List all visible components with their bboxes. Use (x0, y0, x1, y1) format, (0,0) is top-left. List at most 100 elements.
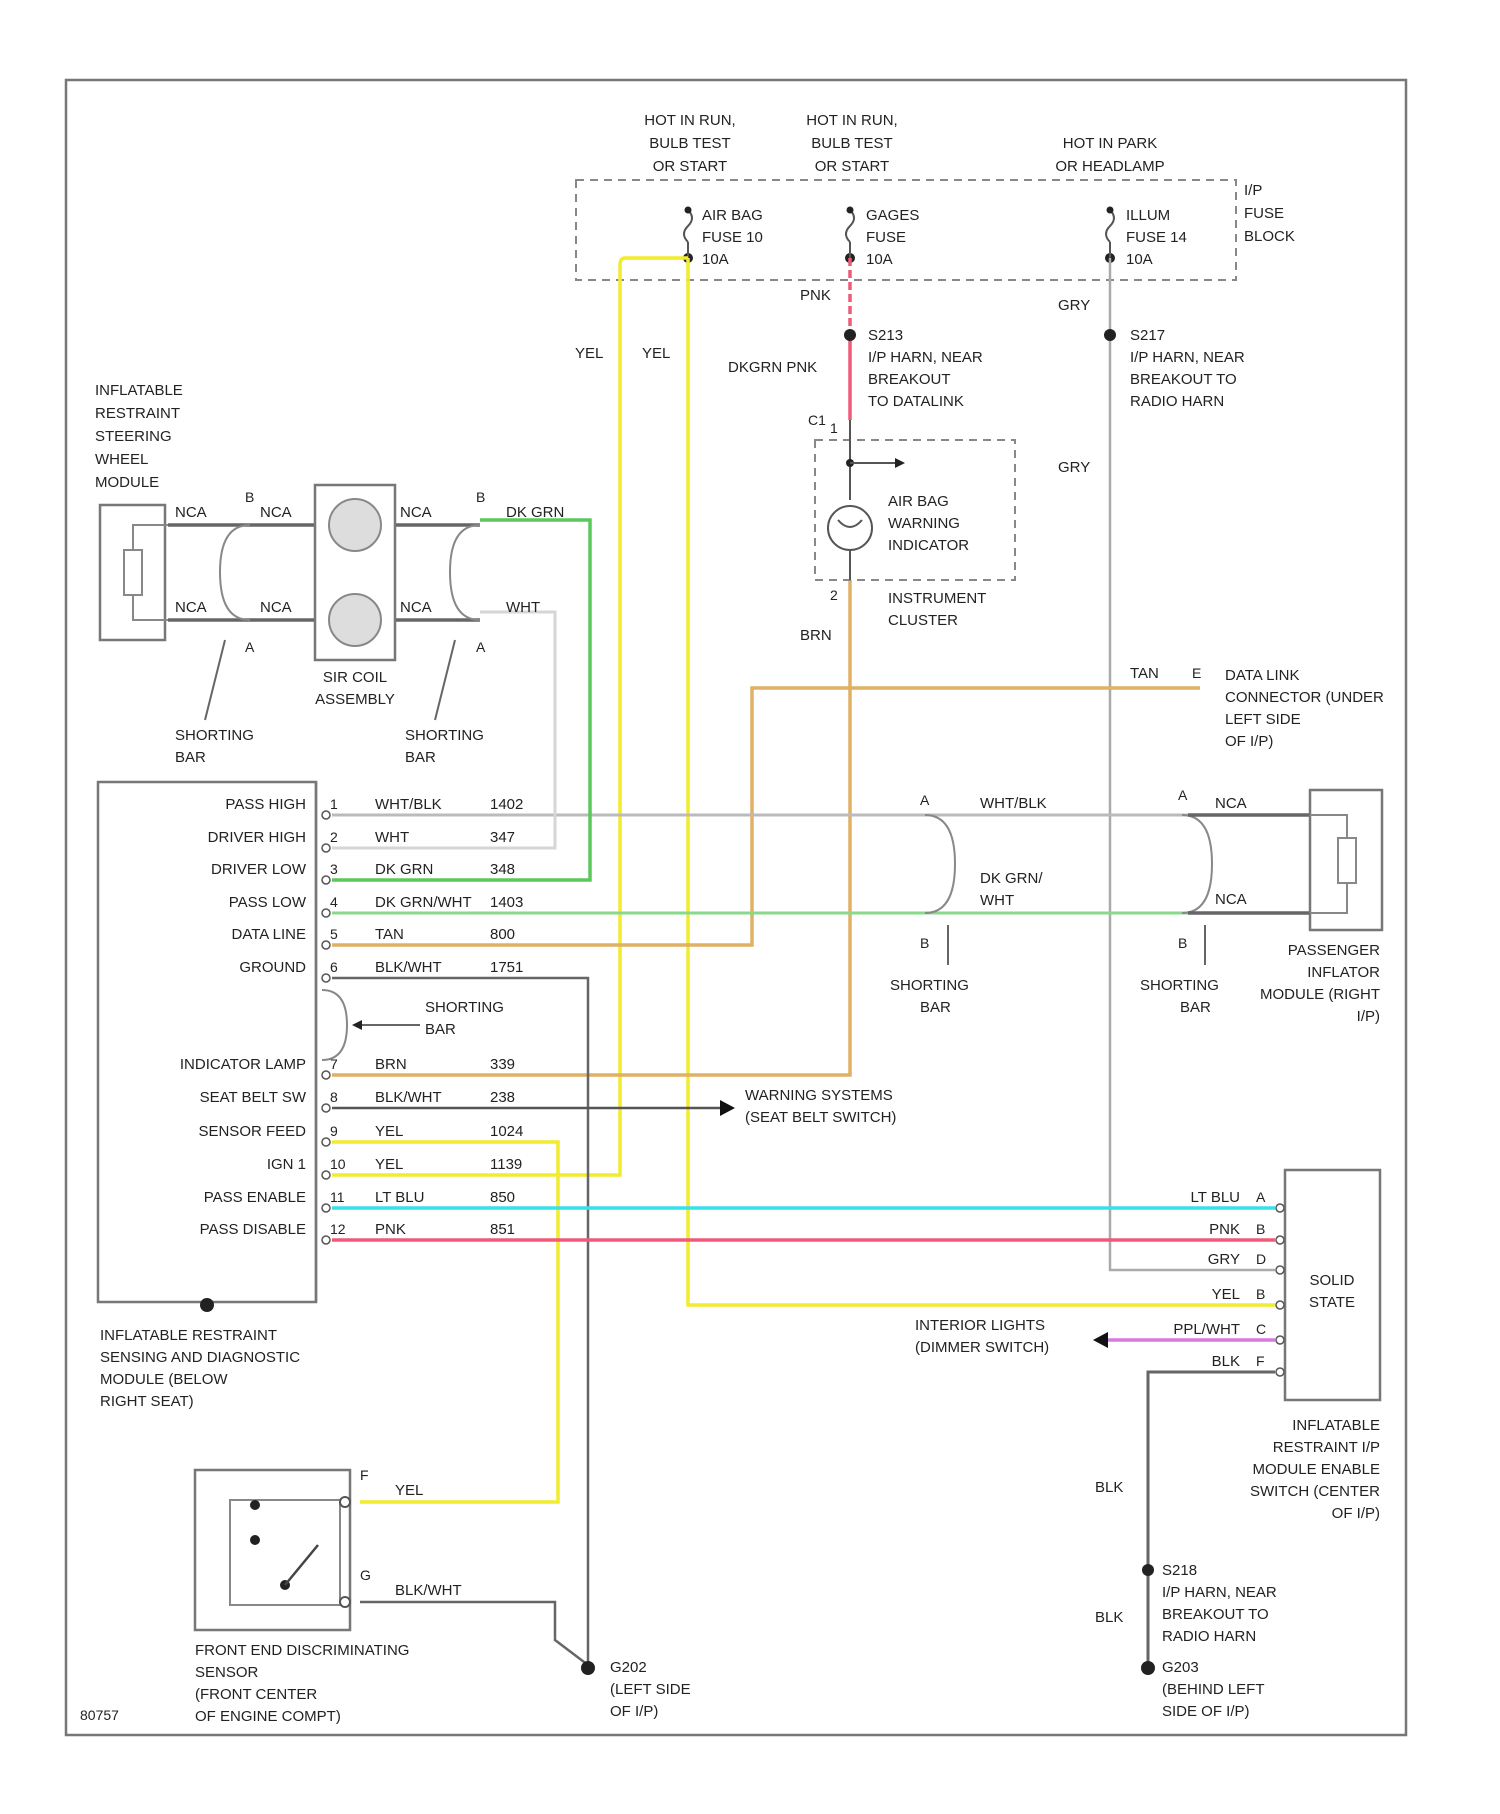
svg-text:SHORTING: SHORTING (1140, 977, 1219, 994)
svg-text:FUSE 10: FUSE 10 (702, 229, 763, 246)
switch-contact-icon (285, 1545, 318, 1585)
sdm-pin-number: 5 (330, 926, 338, 942)
squib-icon-pass (1338, 838, 1356, 883)
sdm-pin-wire-color: DK GRN (375, 861, 433, 878)
fuse-block: HOT IN RUN, BULB TEST OR START HOT IN RU… (576, 112, 1295, 280)
svg-text:E: E (1192, 665, 1201, 681)
svg-text:B: B (476, 489, 485, 505)
shorting-bar-1b: BAR (175, 749, 206, 766)
svg-text:MODULE: MODULE (95, 474, 159, 491)
sdm-pin-wire-color: DK GRN/WHT (375, 894, 472, 911)
switch-pin-terminal (1276, 1336, 1284, 1344)
svg-text:INSTRUMENT: INSTRUMENT (888, 590, 986, 607)
label-gry-1: GRY (1058, 297, 1090, 314)
fuse-block-name-1: I/P (1244, 182, 1262, 199)
arrow-seatbelt-icon (720, 1100, 735, 1116)
sdm-pin-wire-color: BLK/WHT (375, 959, 442, 976)
svg-text:SHORTING: SHORTING (425, 999, 504, 1016)
sdm-pin-terminal (322, 909, 330, 917)
svg-text:OF ENGINE COMPT): OF ENGINE COMPT) (195, 1708, 341, 1725)
sdm-pin-wire-color: YEL (375, 1156, 403, 1173)
sdm-pin-wire-color: WHT (375, 829, 409, 846)
svg-text:10A: 10A (702, 251, 729, 268)
sdm-pin-name: IGN 1 (267, 1156, 306, 1173)
switch-pin-letter: B (1256, 1221, 1265, 1237)
sdm-pin-name: PASS ENABLE (204, 1189, 306, 1206)
label-brn: BRN (800, 627, 832, 644)
sdm-pin-terminal (322, 1204, 330, 1212)
switch-pin-wire-color: PPL/WHT (1173, 1321, 1240, 1338)
sdm-pin-name: DATA LINE (232, 926, 306, 943)
switch-pin-wire-color: PNK (1209, 1221, 1240, 1238)
switch-pin-terminal (1276, 1368, 1284, 1376)
svg-text:FRONT END DISCRIMINATING: FRONT END DISCRIMINATING (195, 1642, 409, 1659)
ground-g202-icon (581, 1661, 595, 1675)
svg-text:AIR BAG: AIR BAG (702, 207, 763, 224)
sdm-pin-wire-color: PNK (375, 1221, 406, 1238)
svg-text:FUSE 14: FUSE 14 (1126, 229, 1187, 246)
switch-pin-letter: B (1256, 1286, 1265, 1302)
svg-text:RESTRAINT I/P: RESTRAINT I/P (1273, 1439, 1380, 1456)
svg-text:C1: C1 (808, 412, 826, 428)
svg-text:OF I/P): OF I/P) (610, 1703, 658, 1720)
fuse-gages: GAGES FUSE 10A (845, 207, 919, 269)
label-yel-2: YEL (642, 345, 670, 362)
fuse-block-name-2: FUSE (1244, 205, 1284, 222)
sdm-pin-name: SENSOR FEED (198, 1123, 306, 1140)
sdm-pin-wire-color: YEL (375, 1123, 403, 1140)
svg-text:NCA: NCA (260, 504, 292, 521)
steering-wheel-module: INFLATABLE RESTRAINT STEERING WHEEL MODU… (95, 382, 183, 640)
data-link-1: DATA LINK (1225, 667, 1299, 684)
sdm-pin-terminal (322, 1071, 330, 1079)
sdm-pin-circuit: 851 (490, 1221, 515, 1238)
svg-text:B: B (245, 489, 254, 505)
svg-text:STATE: STATE (1309, 1294, 1355, 1311)
svg-text:NCA: NCA (175, 504, 207, 521)
svg-text:BREAKOUT TO: BREAKOUT TO (1162, 1606, 1269, 1623)
svg-text:WHT: WHT (980, 892, 1014, 909)
label-pnk: PNK (800, 287, 831, 304)
sdm-pin-name: PASS HIGH (225, 796, 306, 813)
svg-text:I/P): I/P) (1357, 1008, 1380, 1025)
svg-text:NCA: NCA (400, 599, 432, 616)
sdm-pin-terminal (322, 811, 330, 819)
switch-pin-letter: C (1256, 1321, 1266, 1337)
svg-text:BAR: BAR (425, 1021, 456, 1038)
svg-text:STEERING: STEERING (95, 428, 172, 445)
splice-s217 (1104, 329, 1116, 341)
power-label-1c: OR START (653, 158, 727, 175)
svg-text:S217: S217 (1130, 327, 1165, 344)
sdm-pin-number: 9 (330, 1123, 338, 1139)
sdm-pin-circuit: 339 (490, 1056, 515, 1073)
svg-text:RIGHT SEAT): RIGHT SEAT) (100, 1393, 194, 1410)
svg-text:(LEFT SIDE: (LEFT SIDE (610, 1681, 691, 1698)
sdm-pin-terminal (322, 974, 330, 982)
svg-text:GAGES: GAGES (866, 207, 919, 224)
sdm-pin-name: GROUND (239, 959, 306, 976)
sdm-pin-name: DRIVER LOW (211, 861, 307, 878)
svg-text:INFLATABLE: INFLATABLE (95, 382, 183, 399)
svg-text:(BEHIND LEFT: (BEHIND LEFT (1162, 1681, 1265, 1698)
squib-icon (124, 550, 142, 595)
switch-pin-letter: A (1256, 1189, 1266, 1205)
switch-pin-wire-color: LT BLU (1191, 1189, 1240, 1206)
svg-text:WHT: WHT (506, 599, 540, 616)
sir-coil-assembly: SIR COIL ASSEMBLY (315, 485, 395, 708)
sdm-module: PASS HIGH1WHT/BLK1402DRIVER HIGH2WHT347D… (98, 782, 523, 1410)
shorting-bar-2a: SHORTING (405, 727, 484, 744)
wire-yel-sensorfeed (332, 1142, 558, 1502)
sdm-pin-number: 4 (330, 894, 338, 910)
switch-pin-terminal (1276, 1236, 1284, 1244)
sdm-pin-circuit: 1139 (490, 1156, 522, 1173)
svg-text:G202: G202 (610, 1659, 647, 1676)
svg-text:MODULE (BELOW: MODULE (BELOW (100, 1371, 228, 1388)
label-blk-1: BLK (1095, 1479, 1123, 1496)
sdm-pin-number: 10 (330, 1156, 346, 1172)
svg-text:BREAKOUT: BREAKOUT (868, 371, 951, 388)
data-link-2: CONNECTOR (UNDER (1225, 689, 1384, 706)
svg-text:ILLUM: ILLUM (1126, 207, 1170, 224)
svg-text:SIDE OF I/P): SIDE OF I/P) (1162, 1703, 1250, 1720)
svg-text:TO DATALINK: TO DATALINK (868, 393, 964, 410)
interior-lights-2: (DIMMER SWITCH) (915, 1339, 1049, 1356)
shorting-bar-1a: SHORTING (175, 727, 254, 744)
